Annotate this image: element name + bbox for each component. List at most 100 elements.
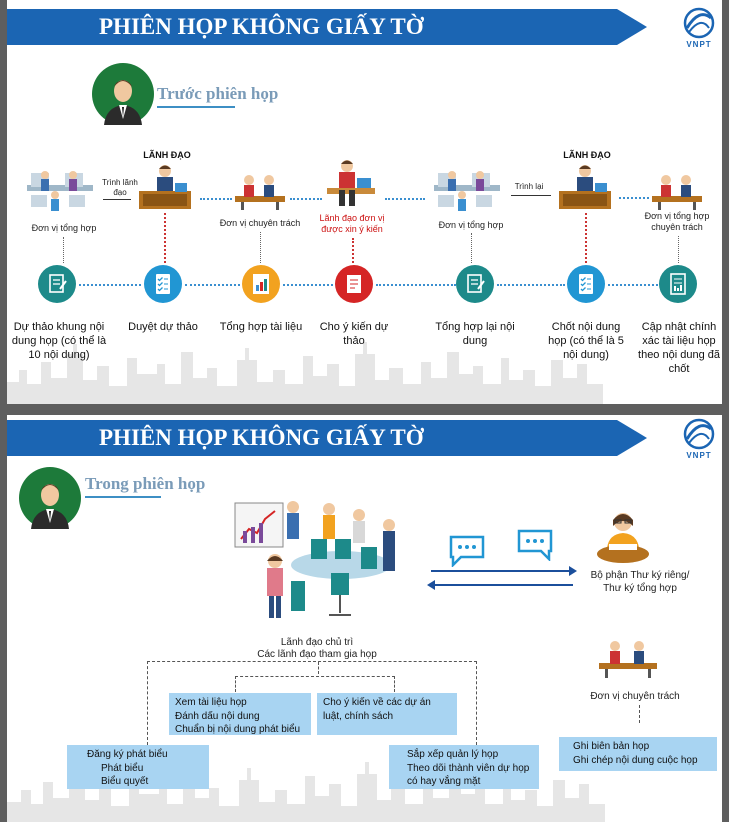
task-item: Sắp xếp quản lý họp [407,749,499,760]
banner-title: PHIÊN HỌP KHÔNG GIẤY TỜ [99,425,424,450]
tree-connector [147,661,477,662]
step-label-draft: Dự thảo khung nội dung họp (có thể là 10… [11,321,107,362]
label-unit-4: Đơn vị tổng hợp [438,220,504,230]
step-circle-finalize [567,265,605,303]
task-box-minutes: Ghi biên bản họp Ghi chép nội dung cuộc … [559,737,717,771]
label-submit-1: Trình lãnh đạo [102,178,138,197]
label-unit-5: Đơn vị tổng hợp chuyên trách [644,211,710,233]
team-figure [235,175,285,210]
step-circle-compile [242,265,280,303]
label-unit-1: Đơn vị tổng hợp [31,223,97,233]
task-item: Cho ý kiến về các dự án luật, chính sách [323,697,431,722]
businessman-avatar [19,467,81,529]
slide-during-meeting: PHIÊN HỌP KHÔNG GIẤY TỜ VNPT Trong phiên… [7,415,722,822]
meeting-caption-participants: Các lãnh đạo tham gia họp [257,649,377,660]
dotted-connector [376,284,456,286]
report-document-icon [670,273,686,295]
leader-at-desk-figure [139,165,191,209]
dotted-connector [200,198,232,200]
section-underline [157,106,235,108]
step-circle-approve [144,265,182,303]
step-circle-recompile [456,265,494,303]
slide-before-meeting: PHIÊN HỌP KHÔNG GIẤY TỜ VNPT Trước phiên… [7,0,722,404]
vertical-connector [63,237,64,263]
dotted-connector [185,284,240,286]
task-item: Đăng ký phát biểu [87,749,168,760]
dotted-connector [79,284,141,286]
team-figure [599,641,657,678]
tree-connector [476,661,477,745]
step-label-compile: Tổng hợp tài liệu [219,321,303,333]
city-skyline-background [7,342,603,404]
chat-bubble-icon [517,529,553,561]
task-item: Xem tài liệu họp [175,697,247,708]
title-banner: PHIÊN HỌP KHÔNG GIẤY TỜ [7,420,647,456]
vnpt-logo-text: VNPT [686,40,712,49]
label-leader-2: LÃNH ĐẠO [563,150,611,160]
chat-bubble-icon [449,535,485,567]
task-box-management: Sắp xếp quản lý họp Theo dõi thành viên … [389,745,539,789]
tree-connector [318,662,319,674]
section-title: Trước phiên họp [157,84,279,103]
label-unit-3: Lãnh đạo đơn vị được xin ý kiến [319,213,385,235]
secretary-figure [597,513,649,563]
step-label-update: Cập nhật chính xác tài liệu họp theo nội… [638,321,720,376]
vnpt-logo: VNPT [679,417,719,465]
staff-group-figure [27,171,93,211]
reviewer-figure [327,160,375,206]
title-banner: PHIÊN HỌP KHÔNG GIẤY TỜ [7,9,647,45]
tree-connector [235,676,236,692]
banner-title: PHIÊN HỌP KHÔNG GIẤY TỜ [99,14,424,39]
specialized-unit-label: Đơn vị chuyên trách [590,691,680,702]
checklist-icon [579,274,593,294]
report-chart-icon [253,274,269,294]
label-leader-1: LÃNH ĐẠO [143,150,191,160]
leader-at-desk-figure [559,165,611,209]
vertical-connector [678,236,679,263]
task-item: Ghi chép nội dung cuộc họp [573,754,698,766]
task-item: Chuẩn bị nội dung phát biểu [175,724,301,735]
vnpt-logo: VNPT [679,6,719,54]
dotted-connector [283,284,333,286]
two-way-arrows [427,566,577,590]
task-item: Phát biểu [101,762,144,774]
secretary-label-2: Thư ký tổng hợp [603,583,677,594]
vertical-connector [471,233,472,263]
task-box-speaking: Đăng ký phát biểu Phát biểu Biểu quyết [67,745,209,789]
label-unit-2: Đơn vị chuyên trách [219,218,301,228]
section-title: Trong phiên họp [85,474,206,493]
edit-document-icon [49,274,67,293]
arrow-submit-1 [103,199,131,200]
vertical-connector [639,705,640,723]
step-label-approve: Duyệt dự thảo [128,321,198,333]
task-item: Theo dõi thành viên dự họp có hay vắng m… [407,762,530,788]
team-figure [652,175,702,210]
staff-group-figure [434,171,500,211]
label-submit-2: Trình lại [514,182,544,191]
banner-shape [7,420,647,456]
dotted-connector [608,284,658,286]
vertical-connector [164,213,166,263]
vnpt-logo-icon [683,418,715,450]
step-circle-feedback [335,265,373,303]
feedback-document-icon [347,275,361,293]
step-label-feedback: Cho ý kiến dự thảo [319,321,389,348]
step-circle-update [659,265,697,303]
tree-connector [147,661,148,745]
vnpt-logo-text: VNPT [686,451,712,460]
step-circle-draft [38,265,76,303]
task-item: Ghi biên bản họp [573,741,650,752]
vertical-connector [352,238,354,263]
dotted-connector [290,198,322,200]
edit-document-icon [467,274,485,293]
step-label-finalize: Chốt nội dung họp (có thể là 5 nội dung) [548,321,624,362]
dotted-connector [619,197,649,199]
banner-shape [7,9,647,45]
tree-connector [394,676,395,692]
checklist-icon [156,274,170,294]
vertical-connector [260,232,261,263]
task-box-review-docs: Xem tài liệu họp Đánh dấu nội dung Chuẩn… [169,693,311,735]
section-underline [85,496,161,498]
dotted-connector [497,284,565,286]
businessman-avatar [92,63,154,125]
